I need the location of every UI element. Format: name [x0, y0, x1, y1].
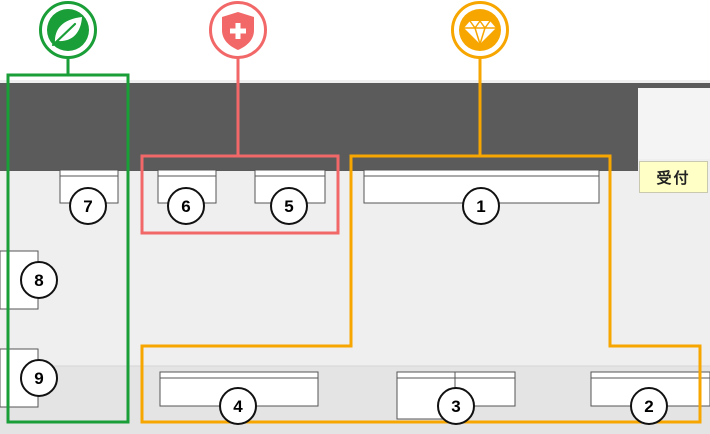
- seat-marker-2: 2: [630, 387, 668, 425]
- seat-marker-7: 7: [69, 187, 107, 225]
- reception-sign: 受付: [639, 161, 708, 193]
- seat-number-9: 9: [34, 369, 43, 388]
- seat-marker-8: 8: [20, 261, 58, 299]
- seat-number-4: 4: [233, 397, 243, 416]
- diamond-icon: [451, 1, 509, 59]
- seat-number-2: 2: [644, 397, 653, 416]
- leaf-icon: [39, 1, 97, 59]
- wall-band: [0, 83, 638, 171]
- shield-plus-icon: [209, 1, 267, 59]
- red-zone-outline: [140, 154, 340, 235]
- orange-zone-outline: [140, 154, 702, 424]
- entrance-opening: [638, 88, 710, 159]
- seat-marker-3: 3: [437, 387, 475, 425]
- seat-number-6: 6: [181, 197, 190, 216]
- seat-number-1: 1: [476, 197, 485, 216]
- seat-marker-4: 4: [219, 387, 257, 425]
- seat-marker-9: 9: [20, 359, 58, 397]
- seat-marker-5: 5: [270, 187, 308, 225]
- seat-marker-1: 1: [462, 187, 500, 225]
- seat-number-3: 3: [451, 397, 460, 416]
- seat-number-8: 8: [34, 271, 43, 290]
- seat-number-7: 7: [83, 197, 92, 216]
- seat-marker-6: 6: [167, 187, 205, 225]
- seat-number-5: 5: [284, 197, 293, 216]
- wall-band-right: [638, 83, 710, 88]
